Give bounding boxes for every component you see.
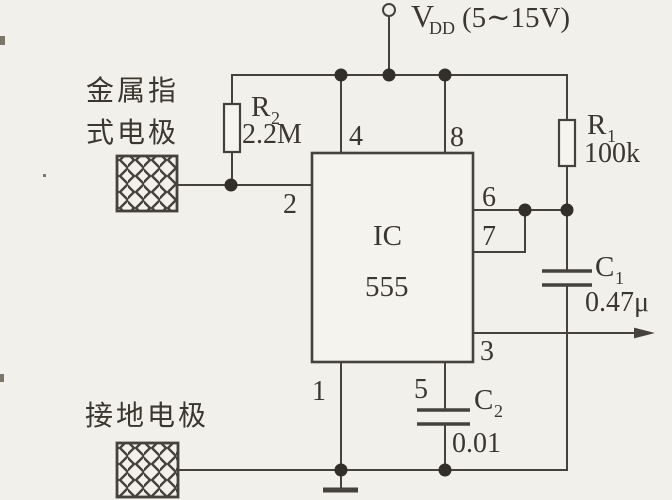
- labels: V DD (5∼15V) 金属指 式电极 接地电极 R 2 2.2M R 1 1…: [85, 0, 649, 459]
- ground-electrode-label: 接地电极: [85, 400, 209, 432]
- resistor-r2-body: [222, 102, 242, 154]
- junction-dot: [518, 203, 532, 217]
- scan-artifact: [0, 36, 5, 45]
- r2-name-subscript: 2: [271, 108, 280, 128]
- finger-electrode-label-line1: 金属指: [86, 75, 179, 107]
- ic-model-label: 555: [365, 271, 409, 303]
- c2-name-subscript: 2: [494, 401, 503, 421]
- junction-dots: [224, 68, 574, 477]
- c1-name-subscript: 1: [615, 268, 624, 288]
- ground-electrode-pad: [115, 441, 180, 499]
- c2-name-label: C: [474, 384, 493, 416]
- pin-label-2: 2: [283, 189, 297, 220]
- r2-value-label: 2.2M: [242, 119, 302, 150]
- c1-name-label: C: [595, 251, 614, 283]
- vdd-label: V: [411, 0, 434, 34]
- scan-artifact: [0, 374, 4, 382]
- finger-electrode-pad: [115, 154, 179, 213]
- junction-dot: [382, 68, 396, 82]
- pin-label-1: 1: [312, 376, 326, 407]
- pin-label-7: 7: [482, 221, 496, 252]
- ic-555-box: [310, 151, 475, 364]
- ic-label: IC: [373, 220, 402, 252]
- pin-label-4: 4: [349, 121, 363, 152]
- pin-label-3: 3: [480, 336, 494, 367]
- scan-artifact: [43, 174, 46, 177]
- finger-electrode-label-line2: 式电极: [86, 117, 179, 149]
- pin-label-6: 6: [482, 182, 496, 213]
- c1-value-label: 0.47μ: [585, 287, 649, 318]
- junction-dot: [334, 463, 348, 477]
- pin-label-5: 5: [414, 374, 428, 405]
- vdd-terminal-circle: [382, 3, 396, 17]
- r1-name-label: R: [587, 109, 607, 141]
- r2-name-label: R: [251, 91, 271, 123]
- r1-value-label: 100k: [584, 138, 640, 169]
- junction-dot: [438, 68, 452, 82]
- vdd-range-label: (5∼15V): [462, 2, 570, 34]
- pin-label-8: 8: [450, 122, 464, 153]
- output-arrow-icon: [634, 327, 655, 339]
- junction-dot: [224, 178, 238, 192]
- r1-name-subscript: 1: [607, 126, 616, 146]
- resistor-r1-body: [557, 118, 577, 168]
- junction-dot: [438, 463, 452, 477]
- junction-dot: [560, 203, 574, 217]
- junction-dot: [334, 68, 348, 82]
- pin7-wire: [472, 209, 526, 253]
- vdd-label-subscript: DD: [429, 18, 455, 38]
- c2-value-label: 0.01: [452, 428, 501, 459]
